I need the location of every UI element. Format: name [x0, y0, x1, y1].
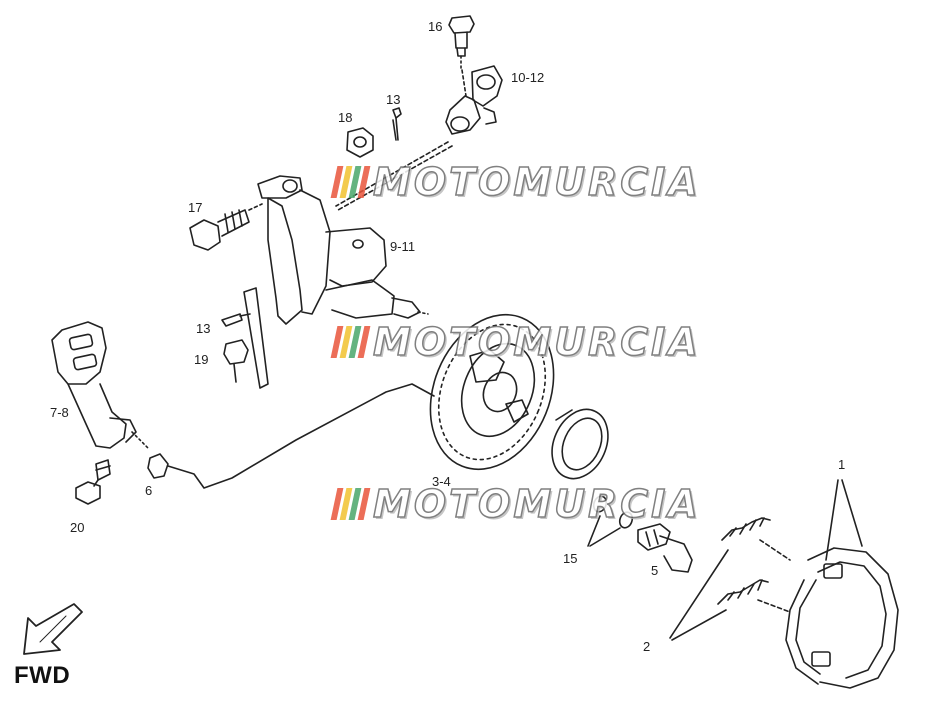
watermark-middle: MOTOMURCIA [330, 319, 701, 365]
part-5-cam [637, 523, 693, 573]
collar-ring [551, 408, 609, 480]
watermark-text: MOTOMURCIA [372, 481, 701, 527]
callout-5: 5 [651, 563, 659, 578]
watermark-stripes [330, 326, 371, 358]
part-15-washers [587, 495, 634, 547]
part-2-springs [669, 517, 791, 641]
callout-15: 15 [563, 551, 578, 566]
callout-2: 2 [643, 639, 651, 654]
callout-17: 17 [188, 200, 203, 215]
part-10-12-bracket [445, 65, 503, 135]
watermark-text: MOTOMURCIA [372, 159, 701, 205]
part-13-pin-lower [221, 313, 251, 327]
part-3-4-brake-panel [429, 313, 555, 471]
callout-1: 1 [838, 457, 846, 472]
watermark-top: MOTOMURCIA [330, 159, 701, 205]
callout-16: 16 [428, 19, 443, 34]
part-17-bolt [189, 203, 263, 251]
part-6-clip-and-rod [147, 383, 435, 489]
part-19-clip [223, 339, 249, 383]
watermark-bottom: MOTOMURCIA [330, 481, 701, 527]
part-16-bolt [448, 15, 475, 71]
part-7-8-brake-pedal [51, 321, 149, 449]
callout-18: 18 [338, 110, 353, 125]
part-20-bolt [75, 459, 111, 505]
callout-10-12: 10-12 [511, 70, 545, 85]
fwd-arrow [23, 603, 83, 655]
callout-13-upper: 13 [386, 92, 401, 107]
fwd-label: FWD [14, 662, 71, 689]
part-1-brake-shoes [785, 479, 899, 689]
callout-13-lower: 13 [196, 321, 211, 336]
brake-arm-assembly [243, 175, 429, 389]
callout-19: 19 [194, 352, 209, 367]
callout-3-4: 3-4 [432, 474, 451, 489]
part-13-pin-upper [392, 107, 402, 141]
watermark-stripes [330, 488, 371, 520]
part-18-nut [346, 127, 374, 158]
callout-6: 6 [145, 483, 153, 498]
watermark-stripes [330, 166, 371, 198]
watermark-text: MOTOMURCIA [372, 319, 701, 365]
callout-20: 20 [70, 520, 85, 535]
callout-7-8: 7-8 [50, 405, 69, 420]
callout-9-11: 9-11 [390, 239, 416, 254]
